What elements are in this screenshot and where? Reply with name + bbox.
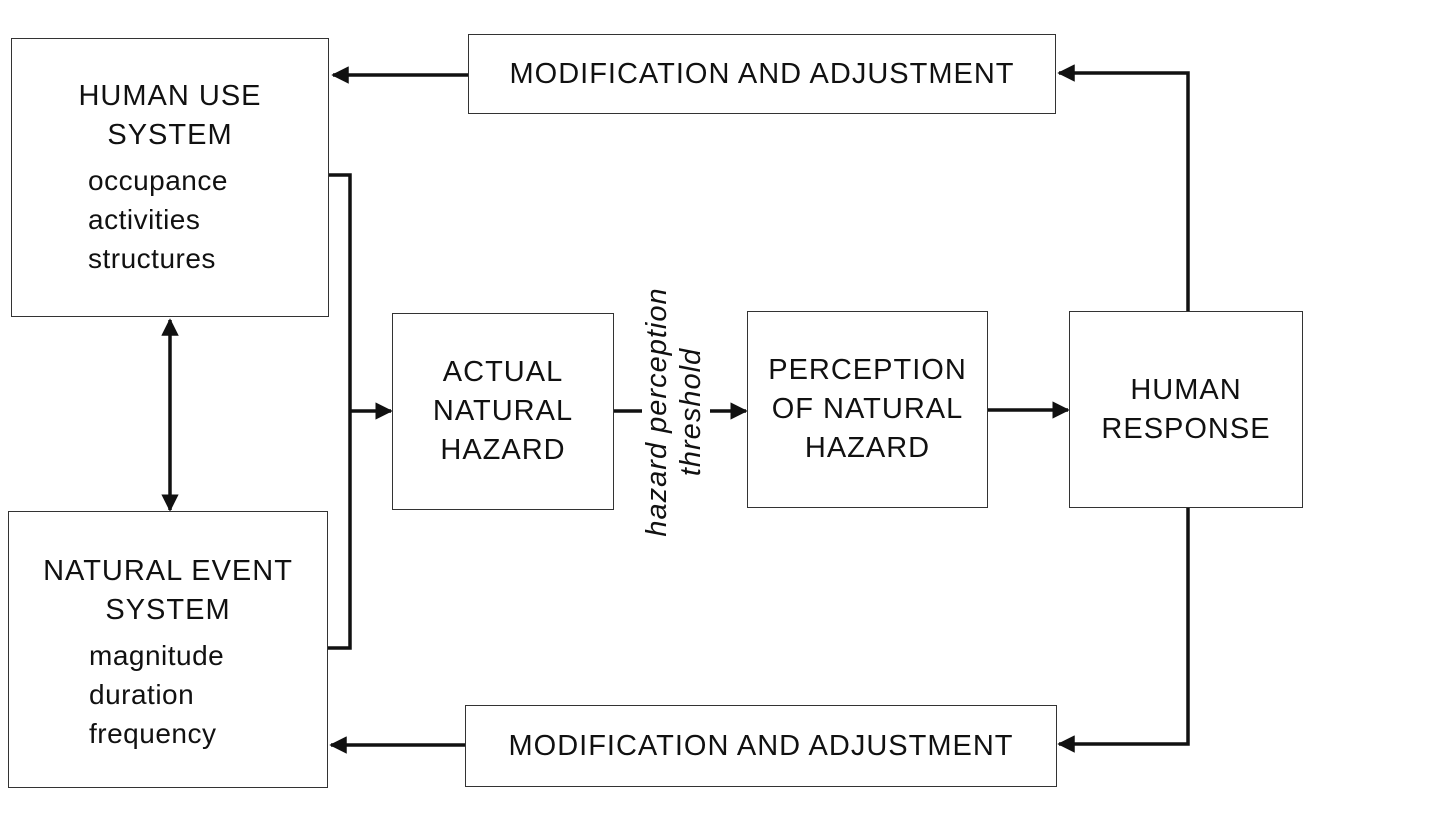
bottom-modification-box: MODIFICATION AND ADJUSTMENT <box>465 705 1057 787</box>
attribute-occupance: occupance <box>88 165 228 196</box>
human-response-box: HUMAN RESPONSE <box>1069 311 1303 508</box>
attribute-activities: activities <box>88 204 201 235</box>
hazard-perception-threshold-label: hazard perception threshold <box>641 287 707 537</box>
human-use-system-attributes: occupance activities structures <box>88 161 228 278</box>
natural-event-system-attributes: magnitude duration frequency <box>89 636 224 753</box>
human-use-system-title: HUMAN USE SYSTEM <box>78 80 262 151</box>
perception-title: PERCEPTION OF NATURAL HAZARD <box>768 354 967 464</box>
attribute-magnitude: magnitude <box>89 640 225 671</box>
connector-response-to-top-adjust <box>1057 64 1190 312</box>
bottom-modification-label: MODIFICATION AND ADJUSTMENT <box>508 729 1014 762</box>
top-modification-label: MODIFICATION AND ADJUSTMENT <box>509 57 1015 90</box>
human-use-system-box: HUMAN USE SYSTEM occupance activities st… <box>11 38 329 317</box>
attribute-duration: duration <box>89 679 195 710</box>
natural-event-system-box: NATURAL EVENT SYSTEM magnitude duration … <box>8 511 328 788</box>
actual-natural-hazard-title: ACTUAL NATURAL HAZARD <box>432 356 574 466</box>
attribute-frequency: frequency <box>89 718 217 749</box>
bracket-systems <box>328 173 352 650</box>
natural-event-system-title: NATURAL EVENT SYSTEM <box>43 555 293 626</box>
actual-natural-hazard-box: ACTUAL NATURAL HAZARD <box>392 313 614 510</box>
connector-response-to-bottom-adjust <box>1057 507 1190 753</box>
perception-box: PERCEPTION OF NATURAL HAZARD <box>747 311 988 508</box>
human-response-title: HUMAN RESPONSE <box>1101 373 1271 445</box>
attribute-structures: structures <box>88 243 216 274</box>
top-modification-box: MODIFICATION AND ADJUSTMENT <box>468 34 1056 114</box>
